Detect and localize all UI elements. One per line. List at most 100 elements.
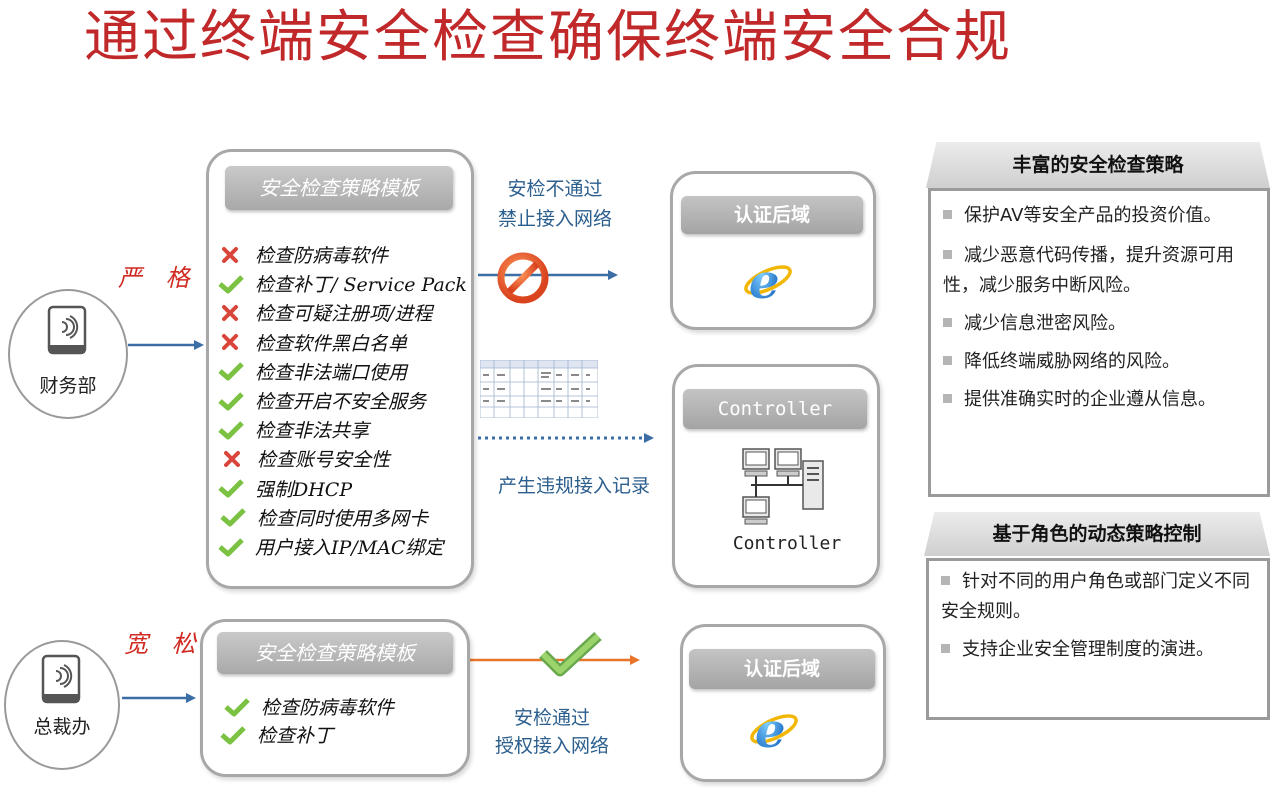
check-icon bbox=[218, 274, 244, 294]
check-item-label: 检查同时使用多网卡 bbox=[257, 507, 429, 530]
check-item: 检查防病毒软件 bbox=[217, 240, 388, 269]
policy-item: 保护AV等安全产品的投资价值。 bbox=[943, 201, 1263, 231]
computer-network-icon bbox=[742, 448, 824, 525]
check-item: 检查补丁/ Service Pack bbox=[217, 269, 467, 298]
loose-template-panel: 安全检查策略模板 检查防病毒软件检查补丁 bbox=[200, 619, 470, 777]
cross-icon bbox=[222, 246, 238, 263]
pass-check-icon bbox=[539, 631, 602, 677]
check-item: 检查同时使用多网卡 bbox=[219, 503, 428, 532]
svg-text:e: e bbox=[755, 703, 786, 757]
loose-auth-domain-header: 认证后域 bbox=[689, 649, 875, 689]
rich-policy-list: 保护AV等安全产品的投资价值。减少恶意代码传播，提升资源可用性，减少服务中断风险… bbox=[943, 201, 1263, 415]
president-office-label: 总裁办 bbox=[33, 716, 91, 738]
policy-item-text: 降低终端威胁网络的风险。 bbox=[964, 351, 1180, 372]
rich-policy-box: 保护AV等安全产品的投资价值。减少恶意代码传播，提升资源可用性，减少服务中断风险… bbox=[928, 188, 1270, 497]
policy-item: 减少信息泄密风险。 bbox=[943, 309, 1263, 339]
deny-caption-line2: 禁止接入网络 bbox=[497, 208, 612, 230]
check-item-label: 强制DHCP bbox=[255, 478, 353, 501]
arrow-finance-to-template bbox=[128, 340, 204, 350]
policy-item-text: 保护AV等安全产品的投资价值。 bbox=[964, 205, 1222, 226]
check-item: 用户接入IP/MAC绑定 bbox=[217, 532, 443, 561]
record-caption: 产生违规接入记录 bbox=[497, 475, 650, 497]
check-icon bbox=[218, 537, 244, 556]
bullet-icon bbox=[941, 576, 950, 585]
check-item: 检查账号安全性 bbox=[219, 444, 390, 473]
rich-policy-heading: 丰富的安全检查策略 bbox=[926, 142, 1270, 188]
tablet-icon bbox=[41, 654, 81, 704]
pass-caption-line2: 授权接入网络 bbox=[494, 735, 609, 757]
check-item: 检查非法共享 bbox=[217, 415, 369, 444]
check-item: 检查补丁 bbox=[219, 720, 333, 749]
page-title: 通过终端安全检查确保终端安全合规 bbox=[84, 5, 1012, 70]
controller-panel[interactable]: Controller Controller bbox=[672, 364, 880, 588]
policy-item-text: 提供准确实时的企业遵从信息。 bbox=[964, 389, 1216, 410]
check-item-label: 检查防病毒软件 bbox=[255, 245, 389, 267]
check-item-label: 检查非法共享 bbox=[255, 420, 370, 443]
ie-browser-icon: e bbox=[750, 703, 798, 757]
check-item-label: 检查可疑注册项/进程 bbox=[255, 303, 433, 326]
check-icon bbox=[218, 420, 244, 440]
strict-template-header: 安全检查策略模板 bbox=[225, 166, 453, 210]
ie-browser-icon: e bbox=[744, 254, 792, 308]
check-icon bbox=[218, 362, 244, 381]
deny-caption-line1: 安检不通过 bbox=[507, 178, 603, 200]
cross-icon bbox=[222, 304, 238, 321]
check-item-label: 检查账号安全性 bbox=[257, 449, 391, 472]
bullet-icon bbox=[943, 250, 952, 259]
check-item-label: 检查防病毒软件 bbox=[261, 697, 395, 719]
check-item: 检查防病毒软件 bbox=[223, 692, 394, 721]
check-item: 检查开启不安全服务 bbox=[217, 386, 426, 415]
bullet-icon bbox=[943, 356, 952, 365]
check-icon bbox=[218, 391, 244, 410]
arrow-record-dotted bbox=[478, 433, 654, 443]
check-item: 检查非法端口使用 bbox=[217, 357, 407, 386]
strict-auth-domain-panel[interactable]: 认证后域 e bbox=[670, 171, 876, 330]
controller-label: Controller bbox=[732, 533, 842, 554]
strict-check-list: 检查防病毒软件检查补丁/ Service Pack 检查可疑注册项/进程检查软件黑… bbox=[217, 240, 477, 580]
loose-template-header: 安全检查策略模板 bbox=[217, 632, 453, 674]
svg-text:e: e bbox=[749, 254, 780, 308]
cross-icon bbox=[222, 334, 238, 351]
bullet-icon bbox=[941, 644, 950, 653]
policy-item-text: 减少恶意代码传播，提升资源可用性，减少服务中断风险。 bbox=[943, 245, 1234, 296]
finance-device[interactable]: 财务部 bbox=[8, 289, 128, 419]
violation-record-table-icon bbox=[480, 360, 598, 418]
check-icon bbox=[218, 479, 244, 498]
strict-auth-domain-header: 认证后域 bbox=[681, 196, 863, 234]
check-item-label: 用户接入IP/MAC绑定 bbox=[255, 537, 444, 559]
policy-item: 降低终端威胁网络的风险。 bbox=[943, 347, 1263, 377]
policy-item: 支持企业安全管理制度的演进。 bbox=[941, 635, 1263, 665]
finance-device-label: 财务部 bbox=[39, 375, 97, 397]
policy-item-text: 减少信息泄密风险。 bbox=[964, 313, 1126, 334]
bullet-icon bbox=[943, 318, 952, 327]
policy-item: 提供准确实时的企业遵从信息。 bbox=[943, 385, 1263, 415]
check-icon bbox=[220, 725, 246, 744]
check-item: 检查软件黑白名单 bbox=[217, 328, 407, 357]
bullet-icon bbox=[943, 394, 952, 403]
tablet-icon bbox=[47, 305, 87, 355]
role-policy-box: 针对不同的用户角色或部门定义不同安全规则。支持企业安全管理制度的演进。 bbox=[926, 558, 1270, 720]
check-item-label: 检查非法端口使用 bbox=[255, 361, 408, 384]
check-item: 强制DHCP bbox=[217, 474, 352, 503]
loose-check-list: 检查防病毒软件检查补丁 bbox=[220, 692, 463, 762]
role-policy-heading: 基于角色的动态策略控制 bbox=[924, 512, 1270, 556]
strict-level-label: 严 格 bbox=[118, 264, 198, 292]
check-item-label: 检查软件黑白名单 bbox=[255, 332, 408, 355]
policy-item-text: 支持企业安全管理制度的演进。 bbox=[962, 639, 1214, 660]
president-office-device[interactable]: 总裁办 bbox=[4, 640, 120, 770]
policy-item: 针对不同的用户角色或部门定义不同安全规则。 bbox=[941, 567, 1263, 627]
cross-icon bbox=[224, 450, 240, 467]
check-icon bbox=[224, 697, 250, 716]
arrow-president-to-template bbox=[122, 693, 196, 703]
loose-auth-domain-panel[interactable]: 认证后域 e bbox=[680, 624, 886, 782]
prohibited-icon bbox=[497, 252, 549, 304]
loose-level-label: 宽 松 bbox=[124, 630, 204, 658]
check-item-label: 检查开启不安全服务 bbox=[255, 391, 427, 413]
role-policy-list: 针对不同的用户角色或部门定义不同安全规则。支持企业安全管理制度的演进。 bbox=[941, 567, 1263, 665]
check-item-label: 检查补丁/ Service Pack bbox=[255, 274, 467, 297]
check-item-label: 检查补丁 bbox=[257, 725, 334, 747]
pass-caption-line1: 安检通过 bbox=[513, 707, 590, 729]
check-icon bbox=[220, 508, 246, 527]
bullet-icon bbox=[943, 210, 952, 219]
